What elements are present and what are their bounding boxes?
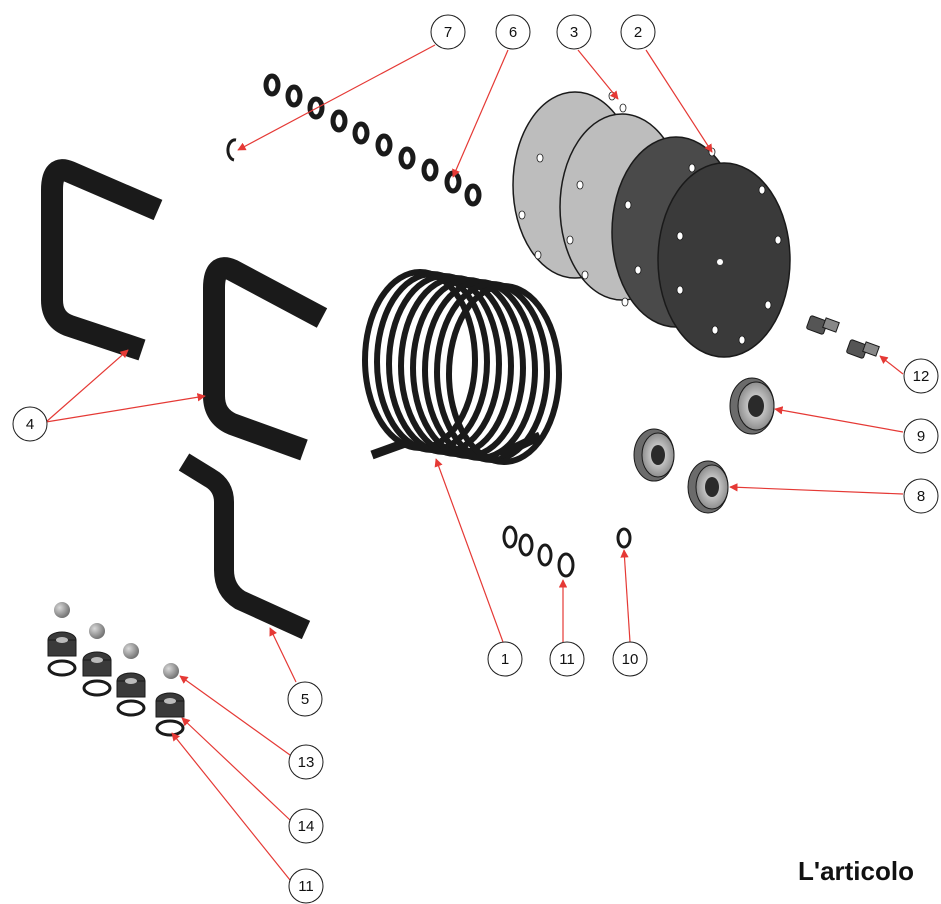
bearing-8a (633, 428, 675, 482)
callout-1-label: 1 (501, 651, 509, 668)
snap-ring (226, 138, 237, 162)
bearing-8b (687, 460, 729, 514)
c-pipe-right (203, 257, 328, 461)
callout-9: 9 (903, 418, 939, 454)
callout-11b-label: 11 (298, 878, 314, 895)
callout-10: 10 (612, 641, 648, 677)
leader-lines (45, 44, 904, 881)
callout-3-label: 3 (570, 24, 578, 41)
o-ring-10 (616, 527, 632, 549)
callout-7-label: 7 (444, 24, 452, 41)
o-ring-group-11 (502, 525, 575, 578)
callout-12: 12 (903, 358, 939, 394)
callout-13-label: 13 (298, 754, 315, 771)
leader-12 (879, 355, 904, 375)
callout-5-label: 5 (301, 691, 309, 708)
o-ring-row (263, 73, 482, 207)
c-pipe-left (41, 159, 163, 361)
callout-2: 2 (620, 14, 656, 50)
valve-stack-2 (82, 623, 112, 697)
callout-7: 7 (430, 14, 466, 50)
callout-6: 6 (495, 14, 531, 50)
callout-14: 14 (288, 808, 324, 844)
plate-dark-2 (657, 162, 791, 358)
leader-4a (45, 349, 129, 423)
coil (362, 269, 562, 465)
callout-14-label: 14 (298, 818, 315, 835)
callout-10-label: 10 (622, 651, 639, 668)
callout-4-label: 4 (26, 416, 34, 433)
leader-7 (237, 44, 436, 151)
leader-1 (434, 458, 504, 643)
leader-6 (452, 49, 509, 178)
valve-stack-4 (155, 663, 185, 737)
leader-4b (45, 393, 206, 423)
leader-2 (645, 49, 713, 153)
callout-1: 1 (487, 641, 523, 677)
bolt-2 (846, 339, 880, 359)
valve-stack-3 (116, 643, 146, 717)
callout-13: 13 (288, 744, 324, 780)
plate-holes (518, 91, 782, 345)
leader-5 (269, 627, 297, 683)
callout-6-label: 6 (509, 24, 517, 41)
s-pipe (178, 453, 311, 640)
callout-3: 3 (556, 14, 592, 50)
leader-10 (620, 549, 631, 643)
callout-8-label: 8 (917, 488, 925, 505)
leader-11b (171, 732, 291, 881)
callout-4: 4 (12, 406, 48, 442)
callout-5: 5 (287, 681, 323, 717)
bolt-1 (806, 315, 840, 335)
leader-8 (729, 483, 904, 495)
footer-text: L'articolo (798, 856, 914, 886)
bearing-9 (729, 377, 775, 435)
leader-13 (179, 675, 291, 756)
callouts: 7 6 3 2 12 9 8 4 1 11 10 5 13 14 11 (12, 14, 939, 904)
callout-11b: 11 (288, 868, 324, 904)
callout-2-label: 2 (634, 24, 642, 41)
leader-14 (181, 717, 291, 821)
callout-9-label: 9 (917, 428, 925, 445)
callout-12-label: 12 (913, 368, 930, 385)
callout-11a: 11 (549, 641, 585, 677)
valve-stack-1 (47, 602, 77, 677)
callout-8: 8 (903, 478, 939, 514)
leader-9 (774, 406, 904, 433)
leader-3 (577, 49, 619, 100)
callout-11a-label: 11 (559, 651, 575, 668)
